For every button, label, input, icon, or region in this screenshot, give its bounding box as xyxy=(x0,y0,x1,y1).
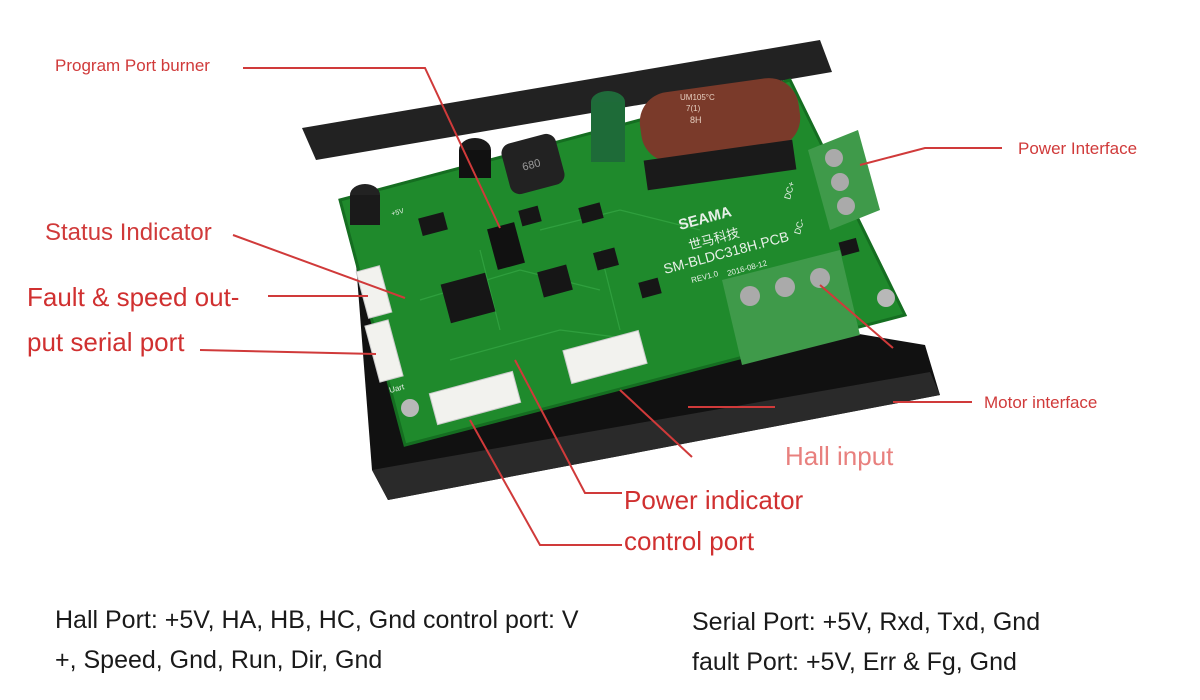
line-power-interface xyxy=(859,147,1002,166)
description-left-line1: Hall Port: +5V, HA, HB, HC, Gnd control … xyxy=(55,606,579,634)
label-program-port: Program Port burner xyxy=(55,56,210,75)
svg-text:Uart: Uart xyxy=(388,382,406,395)
line-status-indicator xyxy=(232,234,406,299)
line-serial-port xyxy=(199,349,377,355)
mounting-screws xyxy=(401,289,895,417)
label-control-port: control port xyxy=(624,526,755,556)
inductor: 680 xyxy=(501,133,565,195)
line-power-indicator xyxy=(514,359,622,494)
description-left-line2: +, Speed, Gnd, Run, Dir, Gnd xyxy=(55,646,383,674)
label-status-indicator: Status Indicator xyxy=(45,219,212,246)
callout-lines xyxy=(199,67,1002,546)
power-terminal-block xyxy=(808,130,880,230)
label-hall-input: Hall input xyxy=(785,441,894,471)
svg-text:8H: 8H xyxy=(690,115,702,125)
line-program-port xyxy=(243,67,501,229)
line-hall-input xyxy=(619,389,693,458)
label-power-interface: Power Interface xyxy=(1018,139,1138,158)
svg-text:DC+: DC+ xyxy=(782,180,796,200)
svg-text:680: 680 xyxy=(521,157,542,173)
line-control-port xyxy=(469,419,622,546)
label-power-indicator: Power indicator xyxy=(624,485,804,515)
label-fault-line2: put serial port xyxy=(27,327,185,357)
svg-text:UM105°C: UM105°C xyxy=(680,93,715,102)
line-motor-to-block xyxy=(819,284,894,349)
description-right-line1: Serial Port: +5V, Rxd, Txd, Gnd xyxy=(692,608,1041,636)
svg-text:DC-: DC- xyxy=(792,217,806,235)
label-fault-line1: Fault & speed out- xyxy=(27,282,240,312)
label-motor-interface: Motor interface xyxy=(984,393,1098,412)
white-connectors xyxy=(355,265,648,426)
description-right: Serial Port: +5V, Rxd, Txd, Gnd fault Po… xyxy=(692,602,1172,682)
program-header xyxy=(487,222,525,270)
svg-text:7(1): 7(1) xyxy=(686,104,701,113)
capacitors: UM105°C 7(1) 8H xyxy=(350,78,801,225)
description-left: Hall Port: +5V, HA, HB, HC, Gnd control … xyxy=(55,600,675,680)
motor-terminal-block xyxy=(722,250,860,365)
ic-chips xyxy=(418,202,860,324)
svg-text:+5V: +5V xyxy=(391,208,405,218)
description-right-line2: fault Port: +5V, Err & Fg, Gnd xyxy=(692,648,1017,676)
